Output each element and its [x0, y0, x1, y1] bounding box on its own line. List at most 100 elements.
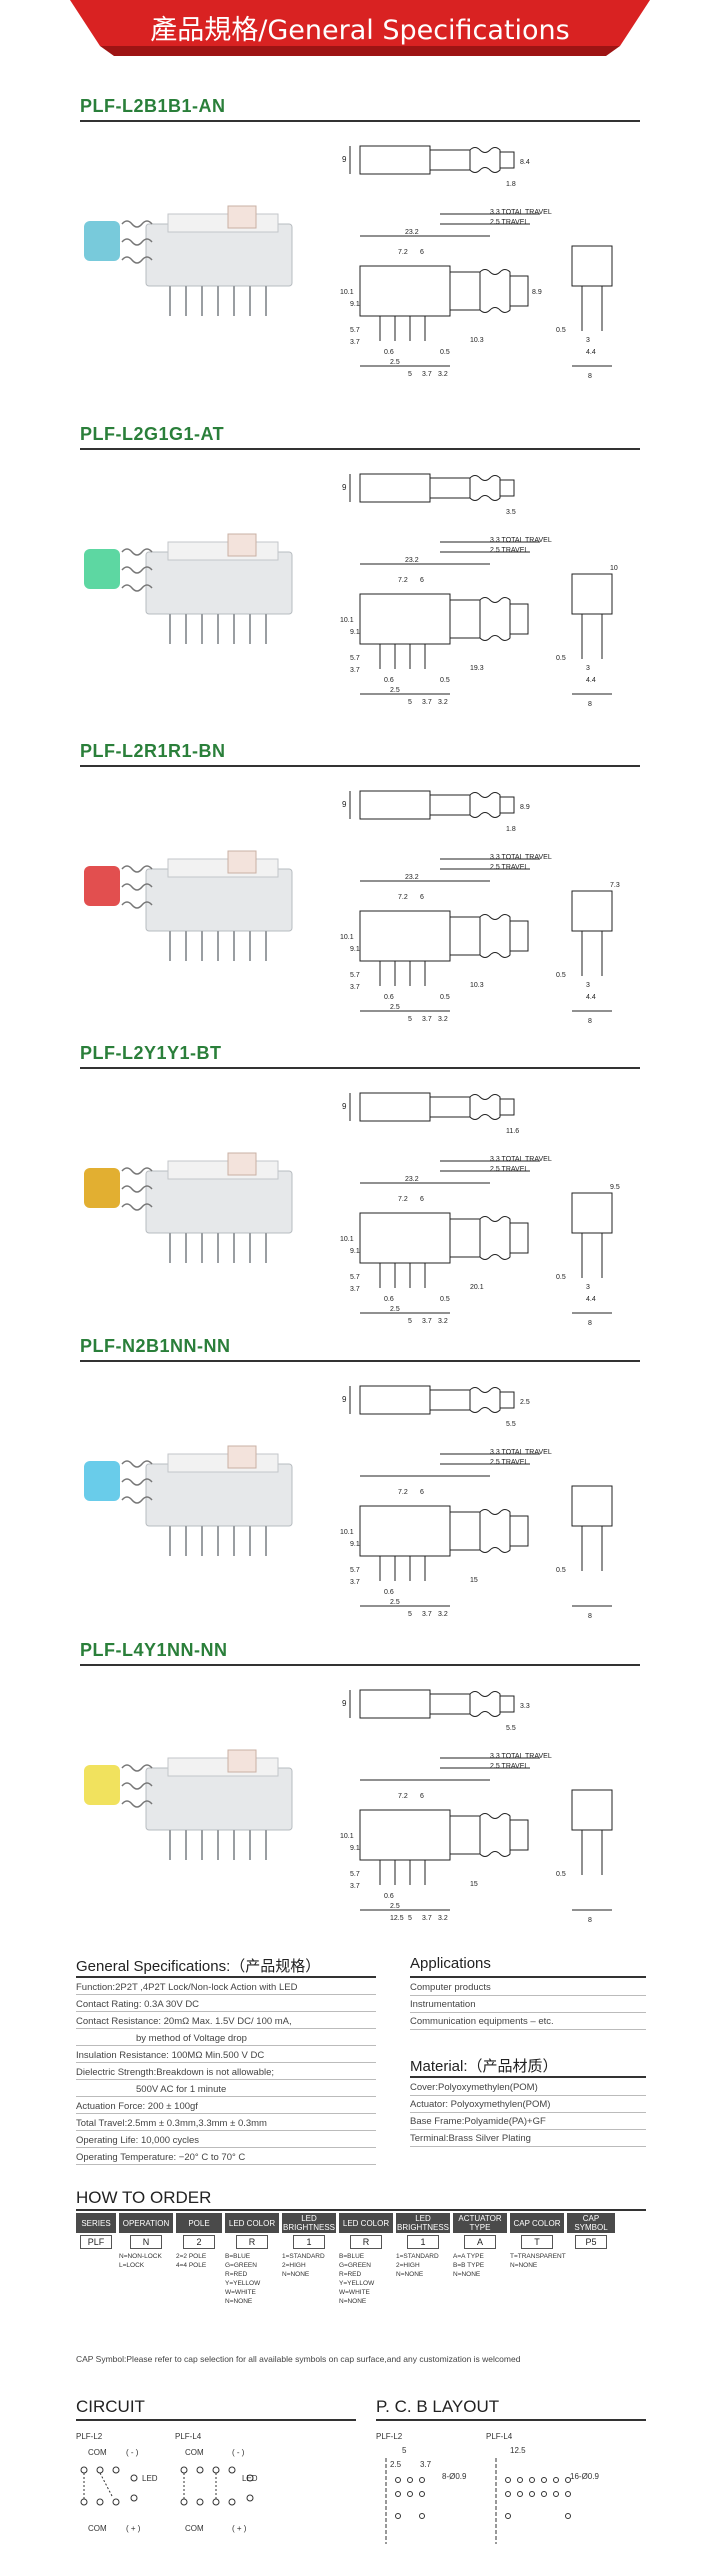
svg-text:0.6: 0.6: [384, 349, 394, 356]
svg-text:0.6: 0.6: [384, 1296, 394, 1303]
product-photo: [84, 205, 293, 316]
divider: [410, 2076, 646, 2078]
svg-text:3.7: 3.7: [422, 1915, 432, 1922]
svg-text:8: 8: [588, 1613, 592, 1620]
svg-text:6: 6: [420, 1196, 424, 1203]
circuit-com-label: COM: [88, 2524, 107, 2533]
order-column-options: B=BLUE G=GREEN R=RED Y=YELLOW W=WHITE N=…: [225, 2253, 261, 2305]
svg-text:3.5: 3.5: [506, 509, 516, 516]
svg-text:7.2: 7.2: [398, 1793, 408, 1800]
svg-text:9.1: 9.1: [350, 1845, 360, 1852]
divider: [410, 1976, 646, 1978]
product-photo: [84, 533, 293, 644]
order-column: LED BRIGHTNESS 1 1=STANDARD 2=HIGH N=NON…: [396, 2213, 450, 2279]
dimension-drawing: 9 3.3 TOTAL TRAVEL 2.5 TRAVEL 23.2 7.2 6…: [340, 145, 613, 380]
svg-text:9.1: 9.1: [350, 946, 360, 953]
svg-text:8: 8: [588, 1917, 592, 1924]
order-column-head: LED COLOR: [339, 2213, 393, 2233]
svg-text:3.2: 3.2: [438, 1611, 448, 1618]
svg-text:2.5 TRAVEL: 2.5 TRAVEL: [490, 547, 528, 554]
svg-text:2.5: 2.5: [390, 359, 400, 366]
order-column: CAP SYMBOL P5: [567, 2213, 615, 2252]
order-column: ACTUATOR TYPE A A=A TYPE B=B TYPE N=NONE: [453, 2213, 507, 2279]
order-column: SERIES PLF: [76, 2213, 116, 2252]
how-to-order-title: HOW TO ORDER: [76, 2188, 212, 2207]
pcb-dim-label: 3.7: [420, 2460, 432, 2469]
svg-text:23.2: 23.2: [405, 874, 419, 881]
pcb-l2-label: PLF-L2: [376, 2432, 403, 2441]
model-title: PLF-L4Y1NN-NN: [80, 1640, 228, 1660]
order-column-head: LED COLOR: [225, 2213, 279, 2233]
svg-text:3.3 TOTAL TRAVEL: 3.3 TOTAL TRAVEL: [490, 1156, 552, 1163]
product-photo: [84, 1445, 293, 1556]
svg-text:3.2: 3.2: [438, 699, 448, 706]
svg-text:7.2: 7.2: [398, 1196, 408, 1203]
svg-text:0.5: 0.5: [440, 349, 450, 356]
header-banner: 產品規格/General Specifications: [0, 0, 720, 62]
svg-text:5: 5: [408, 1611, 412, 1618]
svg-text:9: 9: [342, 483, 347, 492]
order-column: LED COLOR R B=BLUE G=GREEN R=RED Y=YELLO…: [225, 2213, 279, 2306]
svg-text:23.2: 23.2: [405, 229, 419, 236]
svg-text:9: 9: [342, 800, 347, 809]
order-column-head: CAP SYMBOL: [567, 2213, 615, 2233]
order-column-options: B=BLUE G=GREEN R=RED Y=YELLOW W=WHITE N=…: [339, 2253, 375, 2305]
svg-text:3.7: 3.7: [350, 984, 360, 991]
spec-row: Total Travel:2.5mm ± 0.3mm,3.3mm ± 0.3mm: [76, 2116, 376, 2131]
svg-text:3.7: 3.7: [422, 1611, 432, 1618]
svg-text:9.1: 9.1: [350, 301, 360, 308]
svg-text:5.7: 5.7: [350, 972, 360, 979]
order-column: POLE 2 2=2 POLE 4=4 POLE: [176, 2213, 222, 2270]
svg-text:3.3 TOTAL TRAVEL: 3.3 TOTAL TRAVEL: [490, 209, 552, 216]
svg-text:5.7: 5.7: [350, 1274, 360, 1281]
svg-text:9: 9: [342, 1102, 347, 1111]
dimension-drawing: 9 3.3 TOTAL TRAVEL 2.5 TRAVEL 7.2 6 10.1…: [340, 1385, 613, 1620]
material-row: Cover:Polyoxymethylen(POM): [410, 2080, 646, 2096]
circuit-l2-label: PLF-L2: [76, 2432, 103, 2441]
circuit-minus-label: ( - ): [232, 2448, 245, 2457]
svg-text:5: 5: [408, 1016, 412, 1023]
svg-text:0.6: 0.6: [384, 1893, 394, 1900]
model-divider: [80, 448, 640, 450]
svg-text:3.7: 3.7: [350, 667, 360, 674]
spec-row: Insulation Resistance: 100MΩ Min.500 V D…: [76, 2048, 376, 2063]
svg-text:10.1: 10.1: [340, 1833, 354, 1840]
pcb-hole-label: 16-Ø0.9: [570, 2472, 599, 2481]
circuit-com-label: COM: [88, 2448, 107, 2457]
order-column-options: 1=STANDARD 2=HIGH N=NONE: [396, 2253, 439, 2278]
svg-text:9.1: 9.1: [350, 1248, 360, 1255]
spec-row: Operating Life: 10,000 cycles: [76, 2133, 376, 2148]
product-photo: [84, 1749, 293, 1860]
pcb-dim-label: 5: [402, 2446, 407, 2455]
order-column-value: N: [130, 2235, 162, 2249]
svg-text:10.1: 10.1: [340, 1529, 354, 1536]
svg-text:7.3: 7.3: [610, 882, 620, 889]
circuit-diagram: [80, 2466, 254, 2506]
svg-text:6: 6: [420, 577, 424, 584]
material-row: Terminal:Brass Silver Plating: [410, 2131, 646, 2147]
order-column-options: 2=2 POLE 4=4 POLE: [176, 2253, 207, 2269]
spec-row: 500V AC for 1 minute: [76, 2082, 376, 2097]
svg-text:7.2: 7.2: [398, 249, 408, 256]
svg-text:9.1: 9.1: [350, 1541, 360, 1548]
order-column-head: POLE: [176, 2213, 222, 2233]
material-row: Base Frame:Polyamide(PA)+GF: [410, 2114, 646, 2130]
svg-text:7.2: 7.2: [398, 1489, 408, 1496]
svg-text:5.5: 5.5: [506, 1421, 516, 1428]
svg-text:3.7: 3.7: [350, 1286, 360, 1293]
pcb-title: P. C. B LAYOUT: [376, 2397, 500, 2416]
svg-text:23.2: 23.2: [405, 1176, 419, 1183]
svg-text:9: 9: [342, 1395, 347, 1404]
model-divider: [80, 1067, 640, 1069]
spec-row: Operating Temperature: −20° C to 70° C: [76, 2150, 376, 2165]
divider: [76, 2209, 646, 2211]
svg-text:20.1: 20.1: [470, 1284, 484, 1291]
svg-text:2.5: 2.5: [390, 1599, 400, 1606]
svg-text:3.2: 3.2: [438, 1915, 448, 1922]
svg-text:19.3: 19.3: [470, 665, 484, 672]
spec-row: Contact Resistance: 20mΩ Max. 1.5V DC/ 1…: [76, 2014, 376, 2029]
svg-text:5: 5: [408, 699, 412, 706]
svg-text:5: 5: [408, 1915, 412, 1922]
svg-text:8.4: 8.4: [520, 159, 530, 166]
svg-text:10.1: 10.1: [340, 1236, 354, 1243]
